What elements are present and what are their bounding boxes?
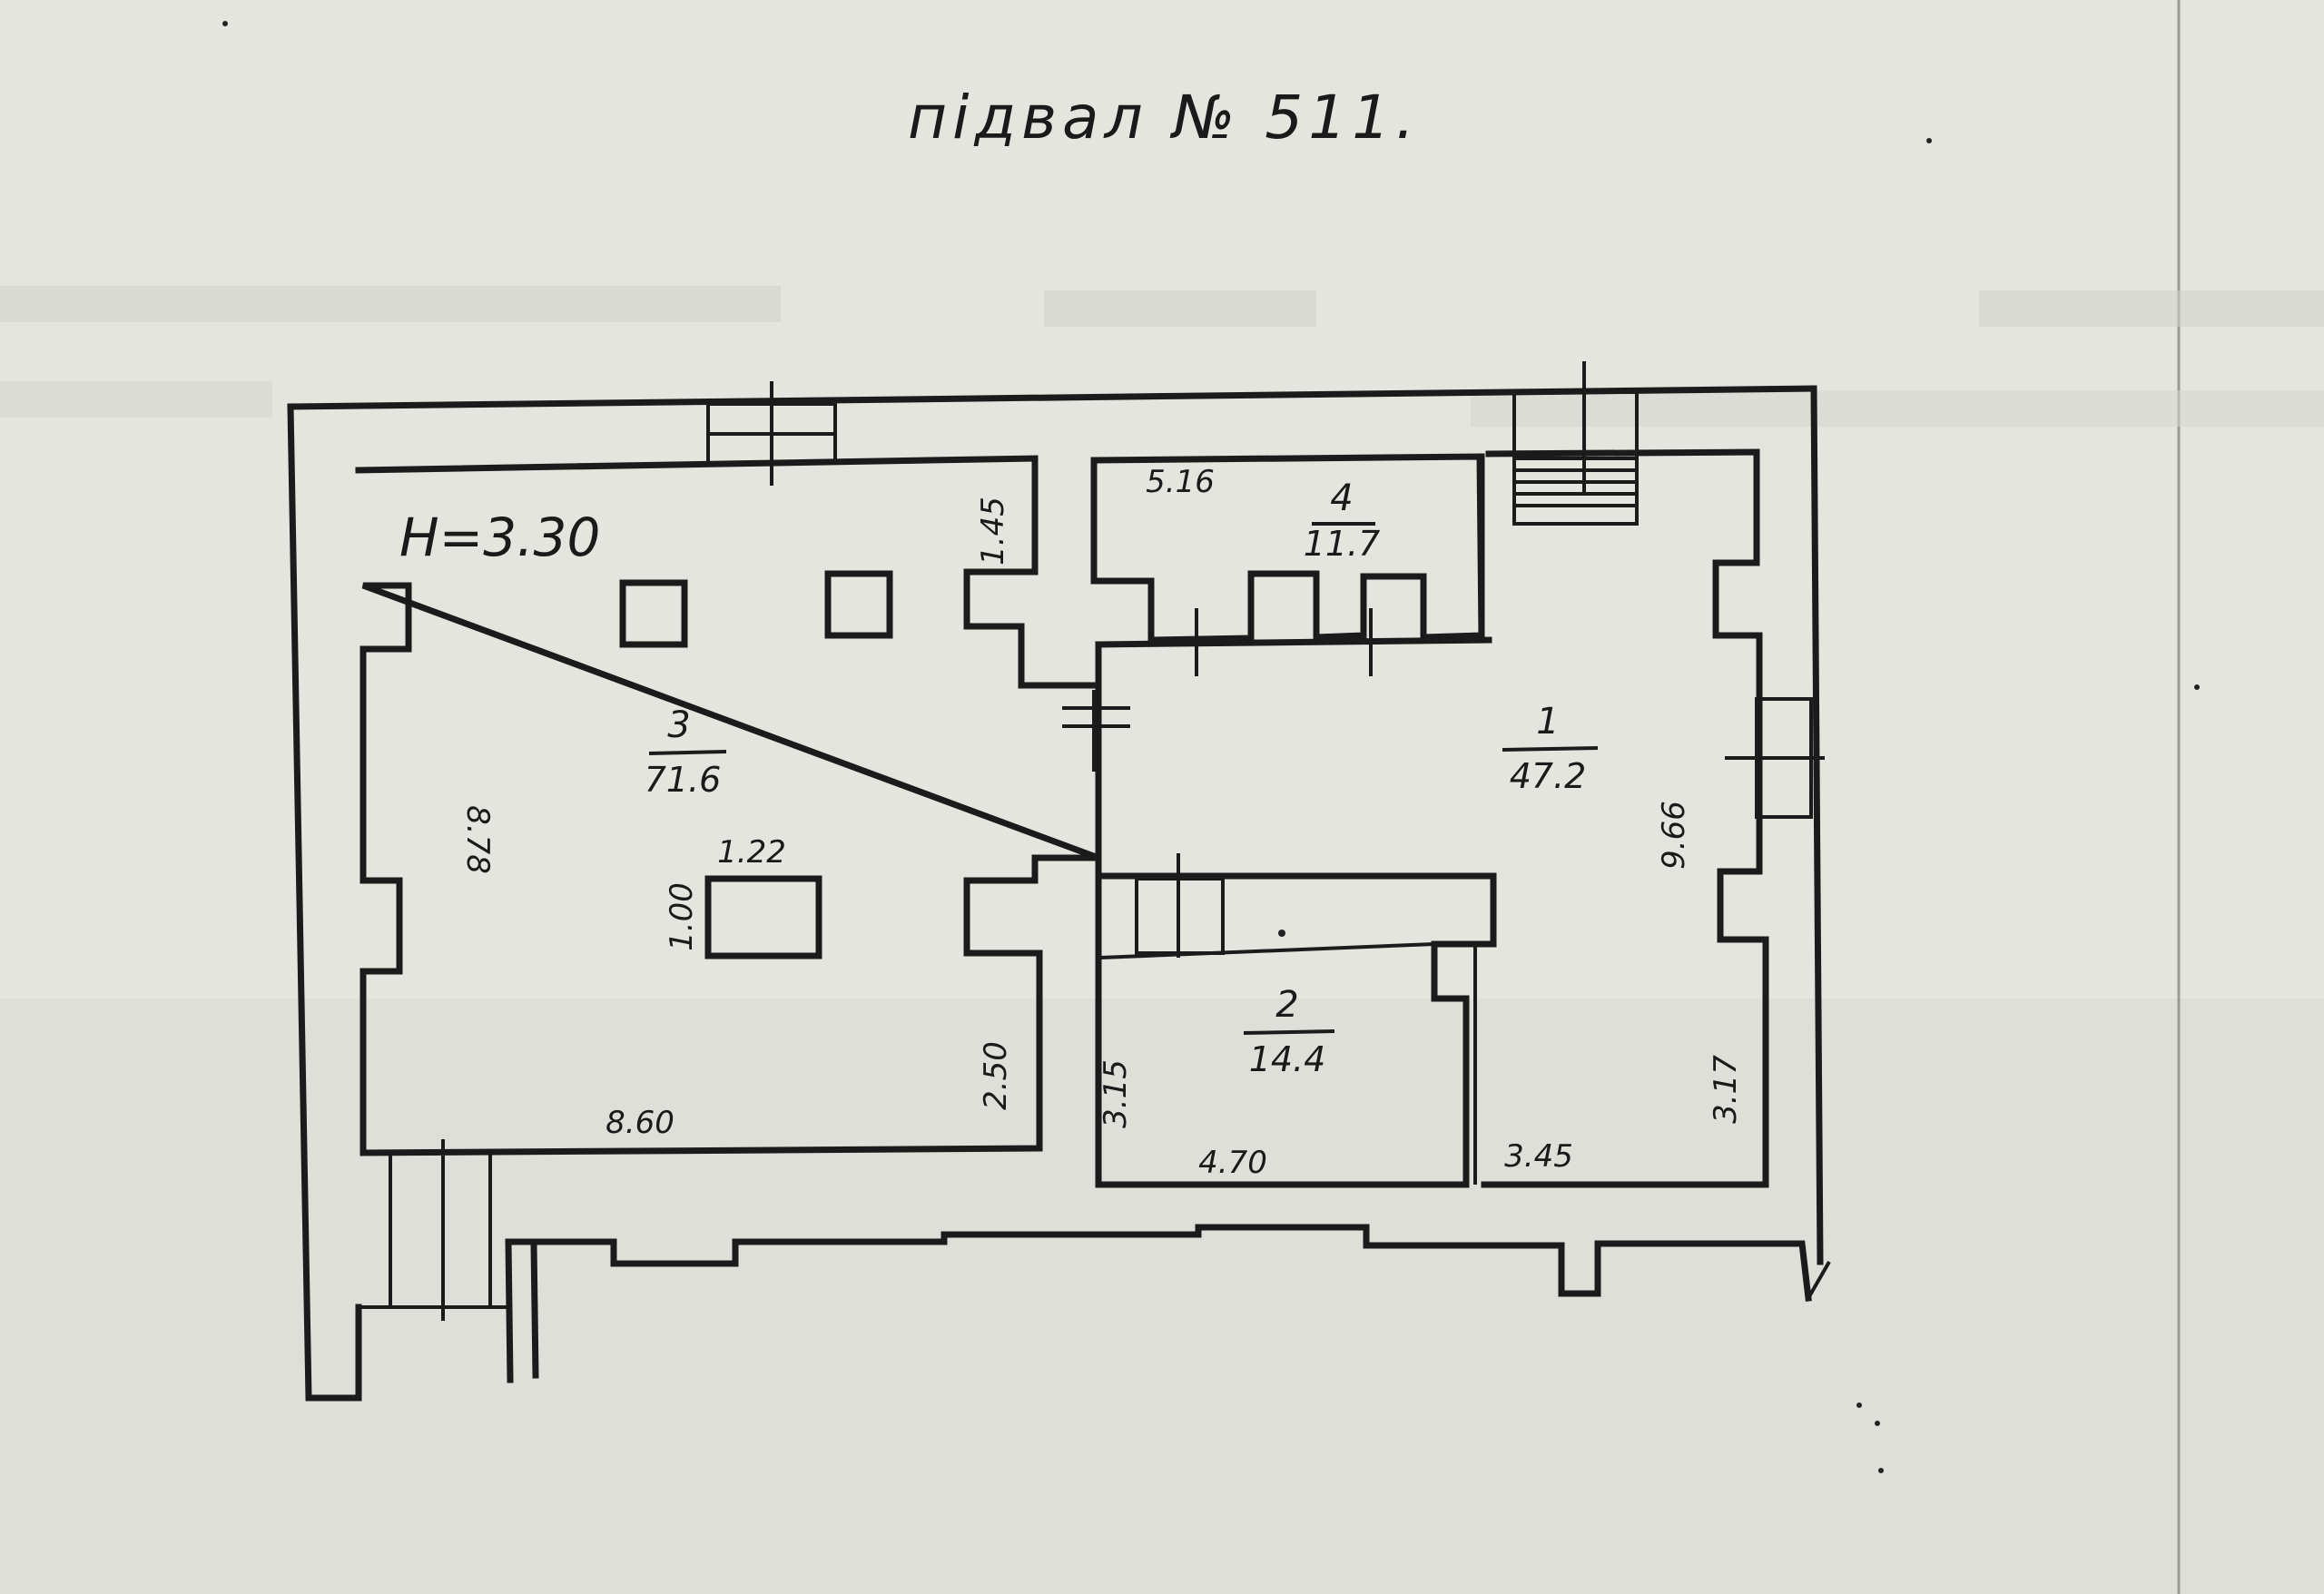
plan-title: підвал № 511. <box>908 83 1420 153</box>
dim-column-depth: 1.00 <box>664 882 700 951</box>
dim-room3-wall-bottom-right: 2.50 <box>978 1041 1014 1110</box>
dim-room2-depth: 3.15 <box>1098 1059 1134 1128</box>
room-3-columns <box>619 570 893 959</box>
room-4-area: 11.7 <box>1304 524 1381 564</box>
room-2-number: 2 <box>1275 984 1298 1026</box>
room-3-area: 71.6 <box>645 760 722 800</box>
room-3-number: 3 <box>667 704 690 746</box>
dim-room1-wall: 3.17 <box>1708 1055 1744 1124</box>
ceiling-height-label: H=3.30 <box>399 507 600 568</box>
dim-room1-width: 3.45 <box>1504 1138 1573 1175</box>
room-4-number: 4 <box>1330 477 1353 519</box>
room-1-walls <box>1481 448 1769 1188</box>
paper-shadow <box>0 999 2324 1594</box>
dim-column-width: 1.22 <box>717 834 786 871</box>
room-1-number: 1 <box>1536 701 1559 743</box>
bleed-through <box>0 286 2324 427</box>
room-1-fraction-bar <box>1502 746 1599 752</box>
room-2-door <box>1135 853 1225 958</box>
room-3-fraction-bar <box>648 750 727 755</box>
room-1-area: 47.2 <box>1510 756 1587 796</box>
dim-room3-width: 8.60 <box>606 1105 675 1141</box>
dim-room3-length: 8.78 <box>459 805 496 874</box>
outer-wall <box>287 385 1831 1402</box>
dim-room3-wall-top-right: 1.45 <box>975 497 1011 566</box>
room-2-fraction-bar <box>1243 1029 1335 1035</box>
room-2-inner-lines <box>1099 942 1477 1185</box>
room-2-area: 14.4 <box>1249 1039 1326 1079</box>
paper-specks <box>222 21 2200 1473</box>
stairs-top-right <box>1512 361 1639 526</box>
dim-room4-width: 5.16 <box>1146 464 1215 500</box>
room-4-walls <box>1090 453 1485 644</box>
dim-room2-width: 4.70 <box>1198 1145 1267 1181</box>
room-4-south-wall <box>1095 636 1492 648</box>
dim-room1-length: 9.66 <box>1656 801 1692 870</box>
room-3-walls <box>355 455 1102 1156</box>
